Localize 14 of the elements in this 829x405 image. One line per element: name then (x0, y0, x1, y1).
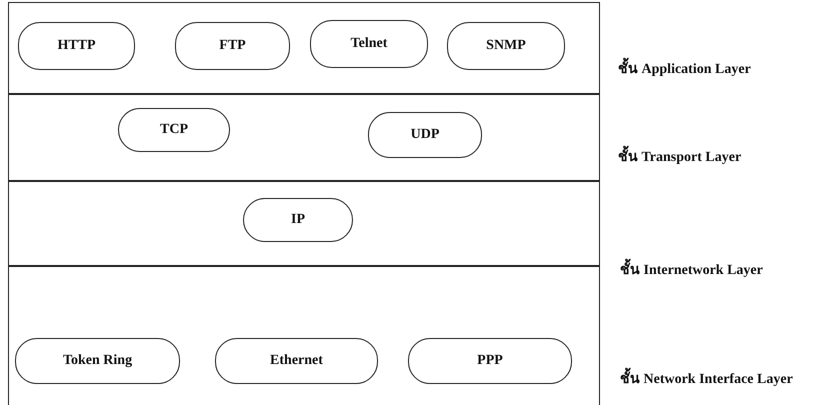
protocol-pill: HTTP (18, 22, 135, 70)
protocol-pill: UDP (368, 112, 482, 158)
protocol-pill: IP (243, 198, 353, 242)
layer-label: ชั้น Transport Layer (618, 145, 742, 167)
layer-label: ชั้น Internetwork Layer (620, 258, 763, 280)
layer-label: ชั้น Application Layer (618, 57, 751, 79)
protocol-pill: Token Ring (15, 338, 180, 384)
protocol-pill: FTP (175, 22, 290, 70)
protocol-pill: SNMP (447, 22, 565, 70)
protocol-pill: Ethernet (215, 338, 378, 384)
layer-label: ชั้น Network Interface Layer (620, 367, 793, 389)
protocol-pill: TCP (118, 108, 230, 152)
protocol-pill: Telnet (310, 20, 428, 68)
protocol-pill: PPP (408, 338, 572, 384)
